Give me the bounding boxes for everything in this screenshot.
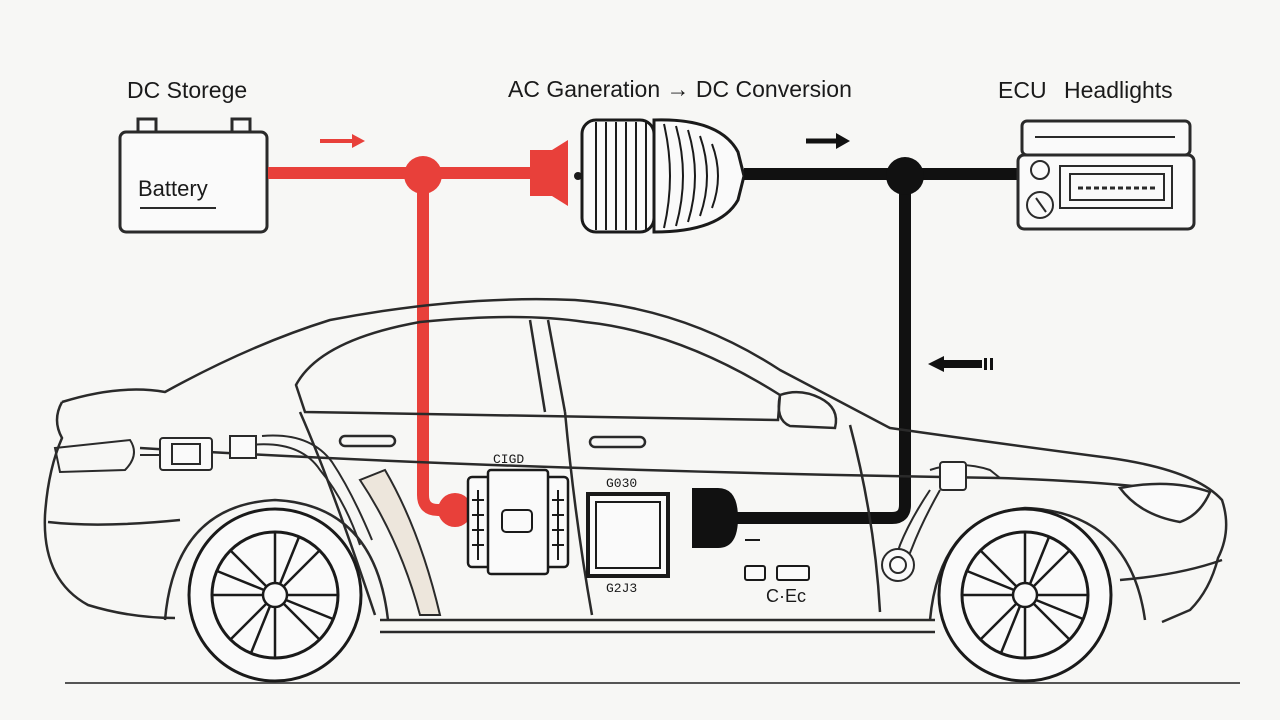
battery-label: Battery [138, 176, 208, 201]
output-junction [886, 157, 924, 195]
module-mid-label: G030 [606, 476, 637, 491]
regulator-module [466, 468, 570, 576]
rear-wheel [187, 507, 363, 683]
module-top-label: CIGD [493, 452, 524, 467]
rear-harness [140, 434, 442, 616]
ac-dc-label: AC Ganeration → DC Conversion [508, 76, 852, 102]
ecu-unit [1016, 119, 1196, 231]
return-arrow [928, 356, 993, 372]
car-outline [43, 297, 1228, 634]
output-wire [692, 157, 1022, 548]
flow-arrow-red [320, 134, 365, 148]
output-plug [692, 488, 738, 548]
module-bot-label: G2J3 [606, 581, 637, 596]
front-wheel [937, 507, 1113, 683]
positive-junction [404, 156, 442, 194]
connector-code-label: C·Ec [766, 586, 806, 606]
alternator [574, 118, 746, 234]
dc-storage-label: DC Storege [127, 77, 247, 103]
flow-arrow-black [806, 133, 850, 149]
front-harness [881, 461, 1001, 582]
positive-terminal [438, 493, 472, 527]
ecu-label: ECU [998, 77, 1047, 103]
battery [118, 117, 269, 234]
control-unit [586, 492, 670, 578]
alternator-input-plug [530, 140, 568, 206]
headlights-label: Headlights [1064, 77, 1173, 103]
small-connector [744, 539, 810, 581]
positive-wire [268, 140, 568, 527]
